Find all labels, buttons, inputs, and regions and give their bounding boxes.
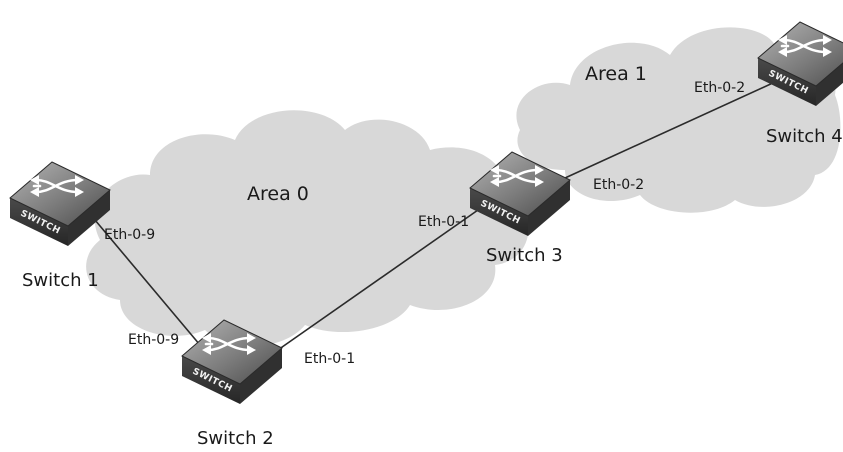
port-label-sw4-eth-0-2: Eth-0-2 <box>694 80 745 96</box>
switch-4-label: Switch 4 <box>766 126 843 147</box>
area-0-label: Area 0 <box>247 183 309 205</box>
switch-icon <box>8 160 112 248</box>
link-sw2-sw3 <box>274 209 479 353</box>
switch-2-label: Switch 2 <box>197 428 274 448</box>
area-1-label: Area 1 <box>585 63 647 85</box>
link-sw3-sw4 <box>564 81 776 179</box>
switch-1[interactable]: SWITCH <box>8 160 112 248</box>
link-sw1-sw2 <box>94 219 201 346</box>
port-label-sw2-eth-0-1: Eth-0-1 <box>304 351 355 367</box>
switch-1-label: Switch 1 <box>22 270 99 291</box>
port-label-sw3-eth-0-1: Eth-0-1 <box>418 214 469 230</box>
area-0-cloud <box>86 110 529 347</box>
switch-3-label: Switch 3 <box>486 245 563 266</box>
port-label-sw3-eth-0-2: Eth-0-2 <box>593 177 644 193</box>
port-label-sw1-eth-0-9: Eth-0-9 <box>104 227 155 243</box>
port-label-sw2-eth-0-9: Eth-0-9 <box>128 332 179 348</box>
links <box>94 81 776 353</box>
